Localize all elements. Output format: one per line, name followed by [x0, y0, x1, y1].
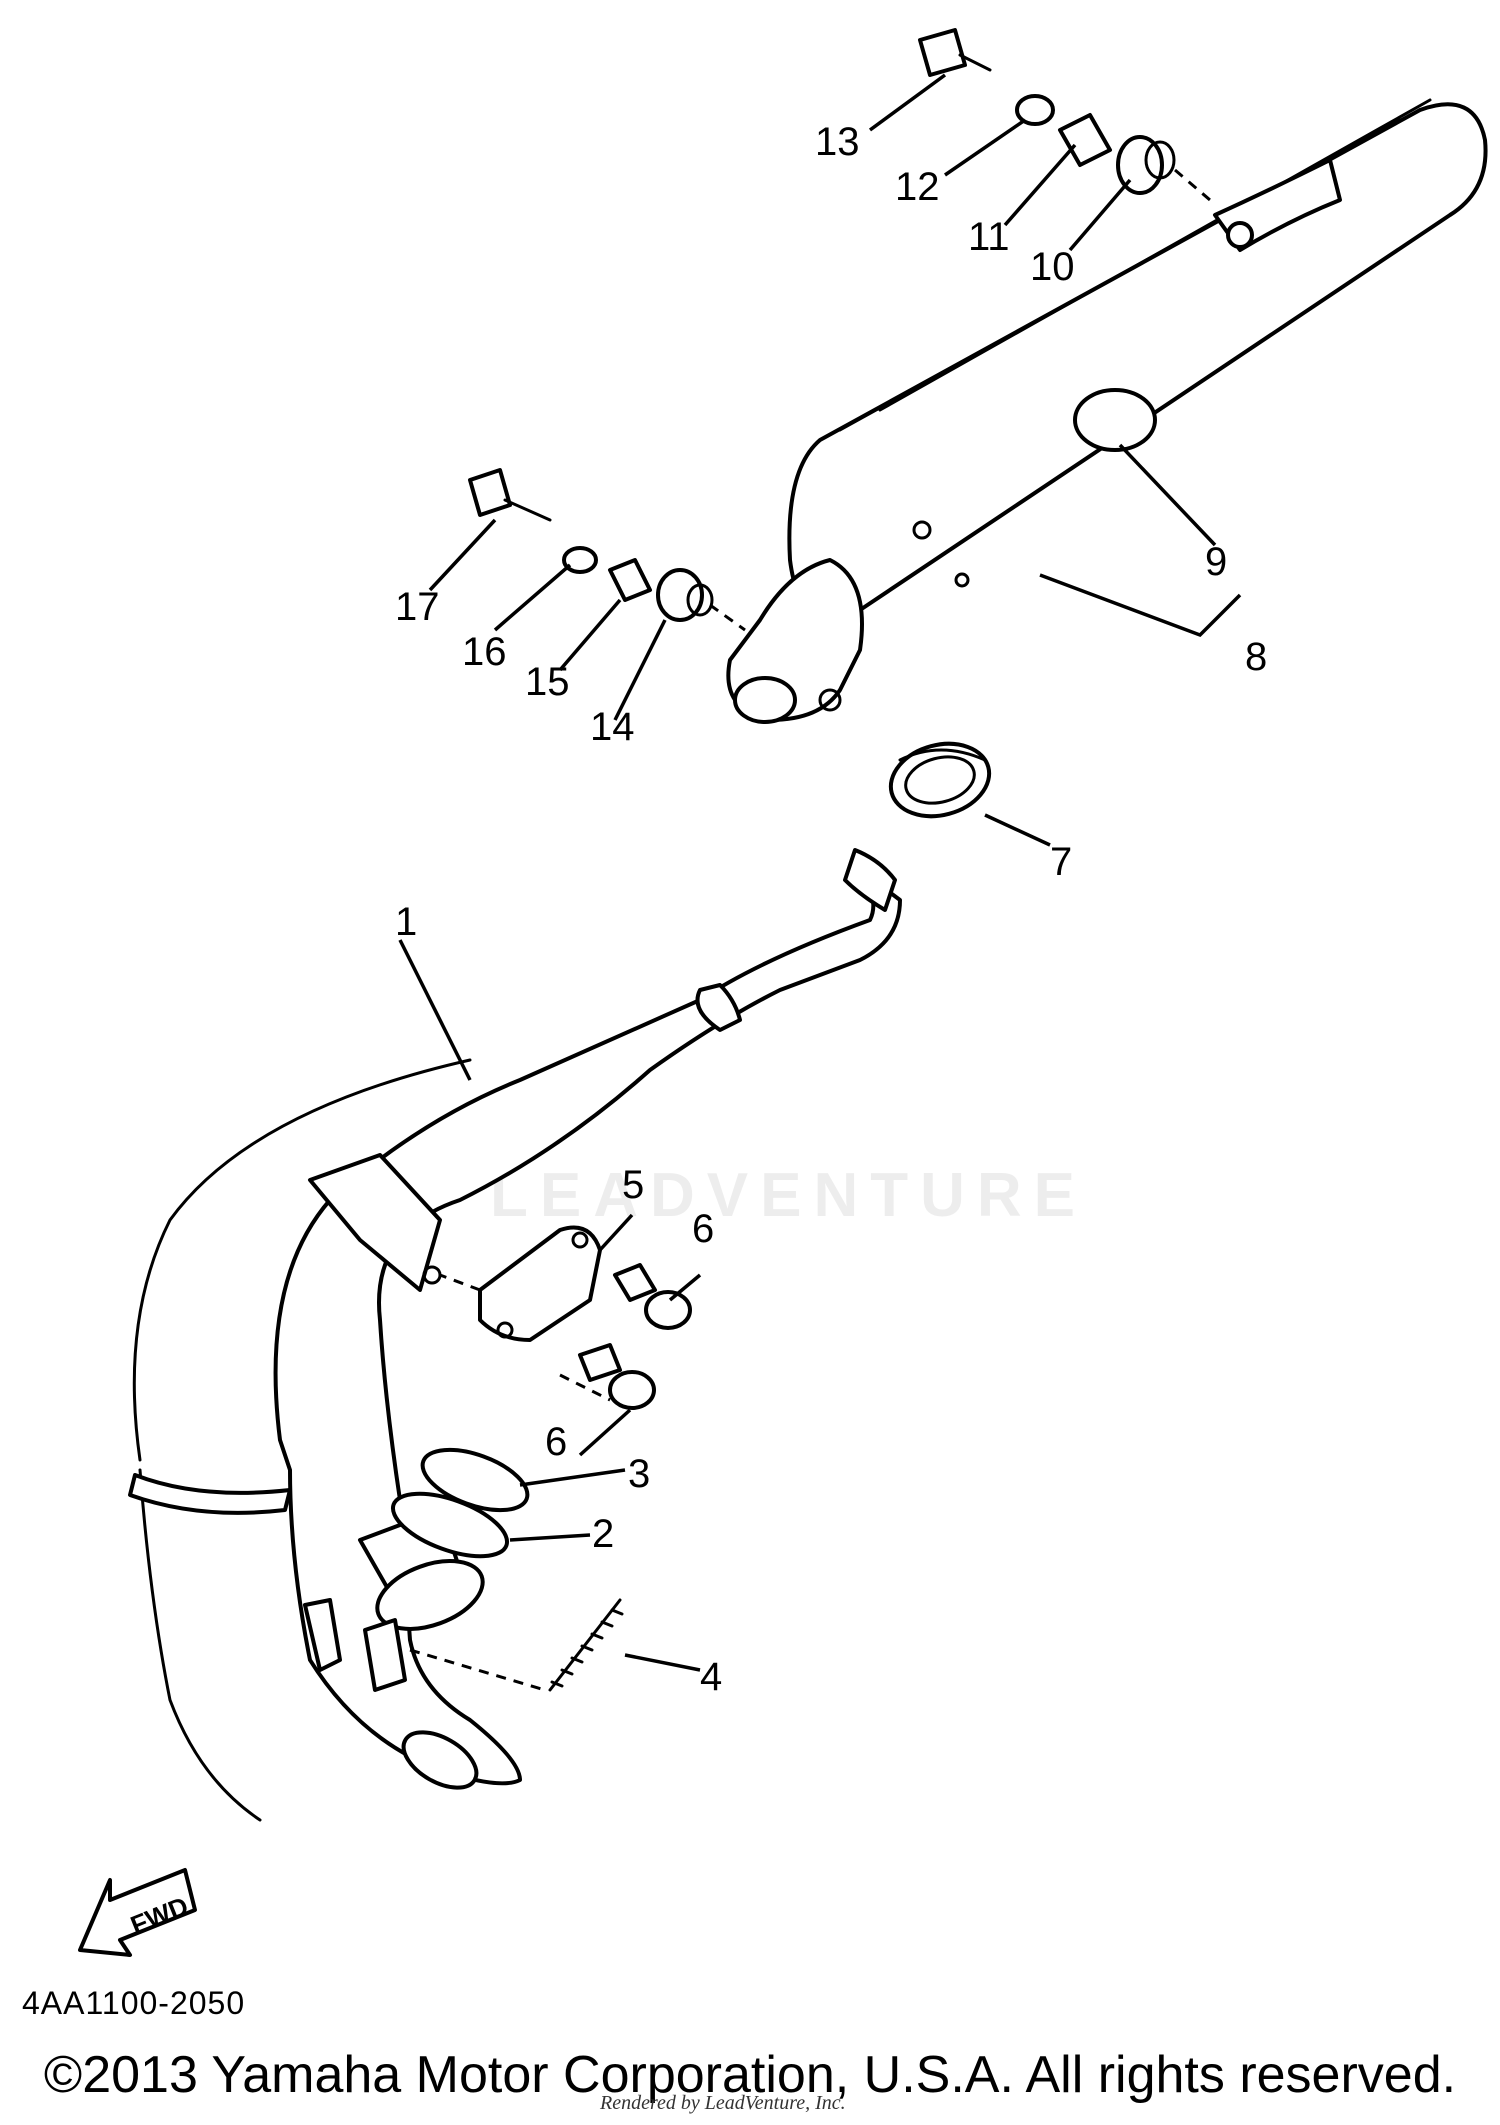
bolt-part-17[interactable]: [468, 468, 552, 522]
callout-8: 8: [1245, 635, 1267, 679]
callout-6-lower: 6: [545, 1420, 567, 1464]
watermark-text: LEADVENTURE: [490, 1161, 1088, 1230]
callout-4: 4: [700, 1655, 722, 1699]
rendered-by-credit: Rendered by LeadVenture, Inc.: [600, 2092, 846, 2114]
grommet-part-10[interactable]: [1116, 135, 1176, 195]
gasket-part-2[interactable]: [385, 1481, 515, 1569]
callout-12: 12: [895, 165, 940, 209]
copyright-notice: ©2013 Yamaha Motor Corporation, U.S.A. A…: [43, 2046, 1457, 2104]
collar-part-15[interactable]: [608, 558, 652, 602]
grommet-part-14[interactable]: [656, 568, 714, 622]
callout-15: 15: [525, 660, 570, 704]
exhaust-pipe-part-1[interactable]: [128, 848, 902, 1822]
callout-13: 13: [815, 120, 860, 164]
collar-part-11[interactable]: [1058, 113, 1112, 167]
callout-labels: 1 2 3 4 5 6 6 7 8 9 10 11 12 13 14 15 16…: [395, 120, 1267, 1699]
washer-part-12[interactable]: [1015, 94, 1055, 126]
callout-9: 9: [1205, 540, 1227, 584]
bracket-part-5[interactable]: [478, 1225, 602, 1342]
callout-5: 5: [622, 1163, 644, 1207]
callout-16: 16: [462, 630, 507, 674]
callout-17: 17: [395, 585, 440, 629]
fwd-arrow-icon: FWD: [78, 1868, 197, 1957]
callout-14: 14: [590, 705, 635, 749]
diagram-reference-number: 4AA1100-2050: [22, 1985, 246, 2021]
bolt-part-6-upper[interactable]: [613, 1263, 692, 1330]
bolt-part-6-lower[interactable]: [578, 1343, 656, 1410]
callout-11: 11: [968, 215, 1010, 259]
washer-part-16[interactable]: [562, 546, 598, 574]
callout-3: 3: [628, 1452, 650, 1496]
callout-6-upper: 6: [692, 1207, 714, 1251]
bolt-part-13[interactable]: [918, 28, 992, 77]
callout-1: 1: [395, 900, 417, 944]
callout-10: 10: [1030, 245, 1075, 289]
silencer-part-8[interactable]: [726, 98, 1488, 724]
callout-7: 7: [1050, 840, 1072, 884]
leader-lines: [398, 73, 1242, 1692]
joint-spring-part-7[interactable]: [883, 733, 998, 826]
callout-2: 2: [592, 1512, 614, 1556]
spring-part-4[interactable]: [548, 1598, 622, 1692]
